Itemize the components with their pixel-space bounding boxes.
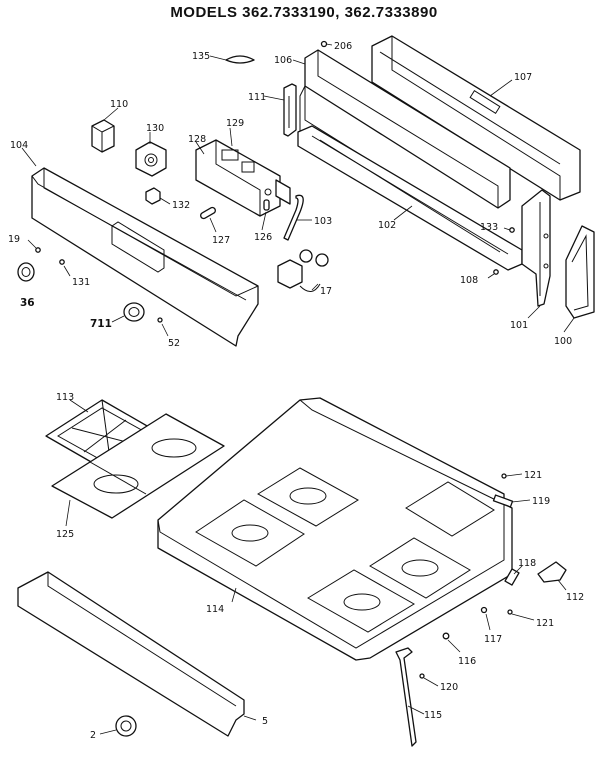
label-132: 132 (172, 200, 190, 211)
label-36: 36 (20, 297, 35, 309)
label-106: 106 (274, 55, 292, 66)
part-100-end-cap (565, 225, 595, 319)
label-120: 120 (440, 682, 458, 693)
label-116: 116 (458, 656, 476, 667)
label-5: 5 (262, 716, 268, 727)
part-19-screw (35, 247, 41, 253)
label-111: 111 (248, 92, 266, 103)
part-117-screw (480, 606, 488, 614)
label-206: 206 (334, 41, 352, 52)
label-104: 104 (10, 140, 28, 151)
part-116-screw (442, 632, 450, 640)
part-107-rear-cover (371, 35, 581, 201)
part-110-switch (91, 119, 115, 153)
label-126: 126 (254, 232, 272, 243)
label-129: 129 (226, 118, 244, 129)
label-100: 100 (554, 336, 572, 347)
part-125-drip-pans (51, 413, 225, 519)
part-130-timer (135, 141, 167, 177)
label-19: 19 (8, 234, 20, 245)
part-2-knob (115, 715, 137, 737)
part-133-screw (509, 227, 515, 233)
label-101: 101 (510, 320, 528, 331)
label-17: 17 (320, 286, 332, 297)
part-132-connector (145, 187, 161, 205)
part-5-front-trim (17, 571, 245, 737)
label-130: 130 (146, 123, 164, 134)
part-120-screw (419, 673, 425, 679)
label-117: 117 (484, 634, 502, 645)
label-102: 102 (378, 220, 396, 231)
diagram-title: MODELS 362.7333190, 362.7333890 (170, 4, 438, 21)
label-118: 118 (518, 558, 536, 569)
part-126-screw (263, 199, 270, 211)
label-2: 2 (90, 730, 96, 741)
label-711: 711 (90, 318, 112, 330)
part-111-bracket (283, 83, 297, 137)
part-711-knob (123, 302, 145, 322)
part-121-screw-lower (507, 609, 513, 615)
part-206-screw (320, 40, 328, 48)
label-125: 125 (56, 529, 74, 540)
label-114: 114 (206, 604, 224, 615)
part-135-clip (225, 55, 255, 64)
part-127-pin (200, 206, 216, 220)
label-52: 52 (168, 338, 180, 349)
label-128: 128 (188, 134, 206, 145)
part-128-control-board (195, 139, 291, 217)
label-113: 113 (56, 392, 74, 403)
part-115-rod (395, 647, 417, 747)
label-121-upper: 121 (524, 470, 542, 481)
label-121-lower: 121 (536, 618, 554, 629)
part-17-ignitor (277, 249, 329, 292)
label-107: 107 (514, 72, 532, 83)
label-131: 131 (72, 277, 90, 288)
part-114-cooktop (157, 397, 513, 661)
part-119-hinge (492, 494, 514, 508)
leader-lines (21, 43, 575, 735)
label-103: 103 (314, 216, 332, 227)
part-112-hinge-bracket (537, 561, 567, 583)
label-133: 133 (480, 222, 498, 233)
label-108: 108 (460, 275, 478, 286)
part-101-end-bracket (521, 189, 551, 307)
label-119: 119 (532, 496, 550, 507)
label-110: 110 (110, 99, 128, 110)
part-121-screw-upper (501, 473, 507, 479)
part-108-screw (493, 269, 499, 275)
label-127: 127 (212, 235, 230, 246)
label-112: 112 (566, 592, 584, 603)
label-135: 135 (192, 51, 210, 62)
part-52-screw (157, 317, 163, 323)
part-104-control-panel (31, 167, 259, 347)
part-36-knob (17, 262, 35, 282)
part-131-screw (59, 259, 65, 265)
label-115: 115 (424, 710, 442, 721)
part-103-tube (283, 194, 304, 241)
